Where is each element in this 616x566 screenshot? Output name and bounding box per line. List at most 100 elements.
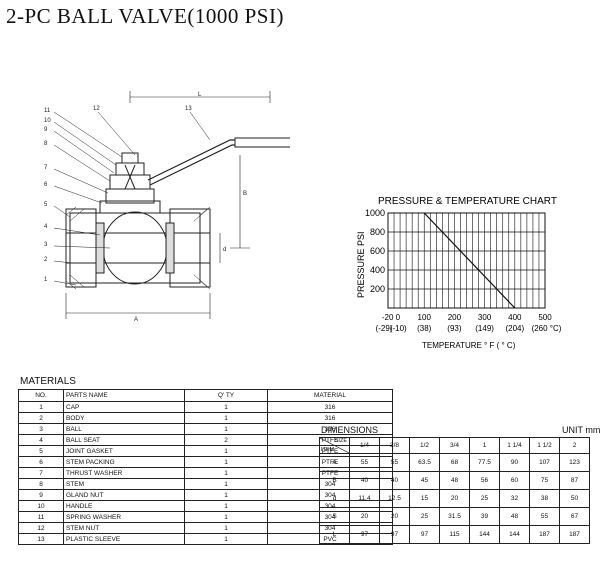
y-tick-label: 600 <box>370 246 385 256</box>
dim-a-label: A <box>134 317 138 323</box>
table-cell: 20 <box>349 507 380 526</box>
callout: 13 <box>185 106 192 112</box>
table-cell: 1 <box>184 456 268 468</box>
table-cell: 187 <box>559 525 590 544</box>
table-cell: 10 <box>18 500 64 512</box>
table-cell: 97 <box>409 525 440 544</box>
table-cell: 75 <box>529 471 560 490</box>
callout: 12 <box>93 106 100 112</box>
table-cell: 1 <box>184 401 268 413</box>
dimensions-title: DIMENSIONS <box>321 425 379 435</box>
table-cell: 77.5 <box>469 453 500 472</box>
size-header: 3/4 <box>439 437 470 454</box>
table-cell: 97 <box>349 525 380 544</box>
table-cell: 1 <box>18 401 64 413</box>
item-cell: B <box>319 471 350 490</box>
table-cell: 11.4 <box>349 489 380 508</box>
y-tick-label: 200 <box>370 284 385 294</box>
table-cell: 12.5 <box>379 489 410 508</box>
table-cell: SPRING WASHER <box>63 511 185 523</box>
table-cell: 1 <box>184 511 268 523</box>
callout: 6 <box>44 182 48 188</box>
table-cell: 40 <box>379 471 410 490</box>
callout: 1 <box>44 277 48 283</box>
table-cell: 48 <box>499 507 530 526</box>
table-cell: 107 <box>529 453 560 472</box>
col-header: NO. <box>18 389 64 402</box>
table-cell: 25 <box>469 489 500 508</box>
x-tick-label: 400 <box>508 313 522 322</box>
table-cell: 40 <box>349 471 380 490</box>
size-header: 1 1/2 <box>529 437 560 454</box>
table-cell: 316 <box>267 401 393 413</box>
x-tick-label-celsius: (-29) <box>376 324 393 333</box>
size-header: 1/2 <box>409 437 440 454</box>
corner-cell: SIZE ITEM <box>319 437 350 454</box>
pressure-temperature-chart: PRESSURE & TEMPERATURE CHART PRESSURE PS… <box>356 196 562 350</box>
table-cell: STEM NUT <box>63 522 185 534</box>
table-cell: HANDLE <box>63 500 185 512</box>
x-tick-label-celsius: (149) <box>475 324 494 333</box>
table-cell: PLASTIC SLEEVE <box>63 533 185 545</box>
corner-size-label: SIZE <box>334 438 347 444</box>
table-cell: 55 <box>349 453 380 472</box>
x-tick-label-celsius: (260 °C) <box>532 324 562 333</box>
x-tick-label-celsius: (93) <box>447 324 462 333</box>
size-header: 1/4 <box>349 437 380 454</box>
item-cell: A <box>319 453 350 472</box>
table-cell: 68 <box>439 453 470 472</box>
table-cell: 2 <box>184 434 268 446</box>
page-title: 2-PC BALL VALVE(1000 PSI) <box>6 4 284 28</box>
table-cell: 15 <box>409 489 440 508</box>
table-cell: 316 <box>267 412 393 424</box>
table-cell: 13 <box>18 533 64 545</box>
table-cell: 25 <box>409 507 440 526</box>
x-tick-label-celsius: (38) <box>417 324 432 333</box>
table-cell: BALL SEAT <box>63 434 185 446</box>
table-cell: 144 <box>469 525 500 544</box>
x-tick-label: 500 <box>538 313 552 322</box>
table-cell: STEM PACKING <box>63 456 185 468</box>
chart-xlabel: TEMPERATURE ° F ( ° C) <box>422 341 516 350</box>
table-cell: 50 <box>559 489 590 508</box>
table-cell: 9 <box>18 489 64 501</box>
dimensions-unit: UNIT mm <box>562 425 601 435</box>
y-tick-label: 400 <box>370 265 385 275</box>
size-header: 1 1/4 <box>499 437 530 454</box>
materials-title: MATERIALS <box>20 376 76 387</box>
table-cell: 38 <box>529 489 560 508</box>
table-cell: 55 <box>529 507 560 526</box>
table-cell: 60 <box>499 471 530 490</box>
table-cell: 1 <box>184 467 268 479</box>
table-cell: 187 <box>529 525 560 544</box>
callout: 8 <box>44 141 48 147</box>
table-cell: 63.5 <box>409 453 440 472</box>
table-cell: 115 <box>439 525 470 544</box>
table-cell: 4 <box>18 434 64 446</box>
callout: 9 <box>44 127 48 133</box>
series-line <box>423 212 516 309</box>
size-header: 3/8 <box>379 437 410 454</box>
table-cell: 32 <box>499 489 530 508</box>
x-tick-label: 300 <box>478 313 492 322</box>
table-header-row: NO. PARTS NAME Q' TY MATERIAL <box>18 389 393 402</box>
table-cell: BALL <box>63 423 185 435</box>
table-cell: 1 <box>184 522 268 534</box>
callout: 7 <box>44 165 48 171</box>
table-cell: 1 <box>184 445 268 457</box>
table-cell: THRUST WASHER <box>63 467 185 479</box>
table-cell: 67 <box>559 507 590 526</box>
x-tick-label: 200 <box>448 313 462 322</box>
y-tick-label: 1000 <box>365 208 385 218</box>
table-cell: 87 <box>559 471 590 490</box>
y-tick-label: 800 <box>370 227 385 237</box>
table-cell: 20 <box>379 507 410 526</box>
table-cell: 123 <box>559 453 590 472</box>
table-cell: 48 <box>439 471 470 490</box>
table-cell: 55 <box>379 453 410 472</box>
